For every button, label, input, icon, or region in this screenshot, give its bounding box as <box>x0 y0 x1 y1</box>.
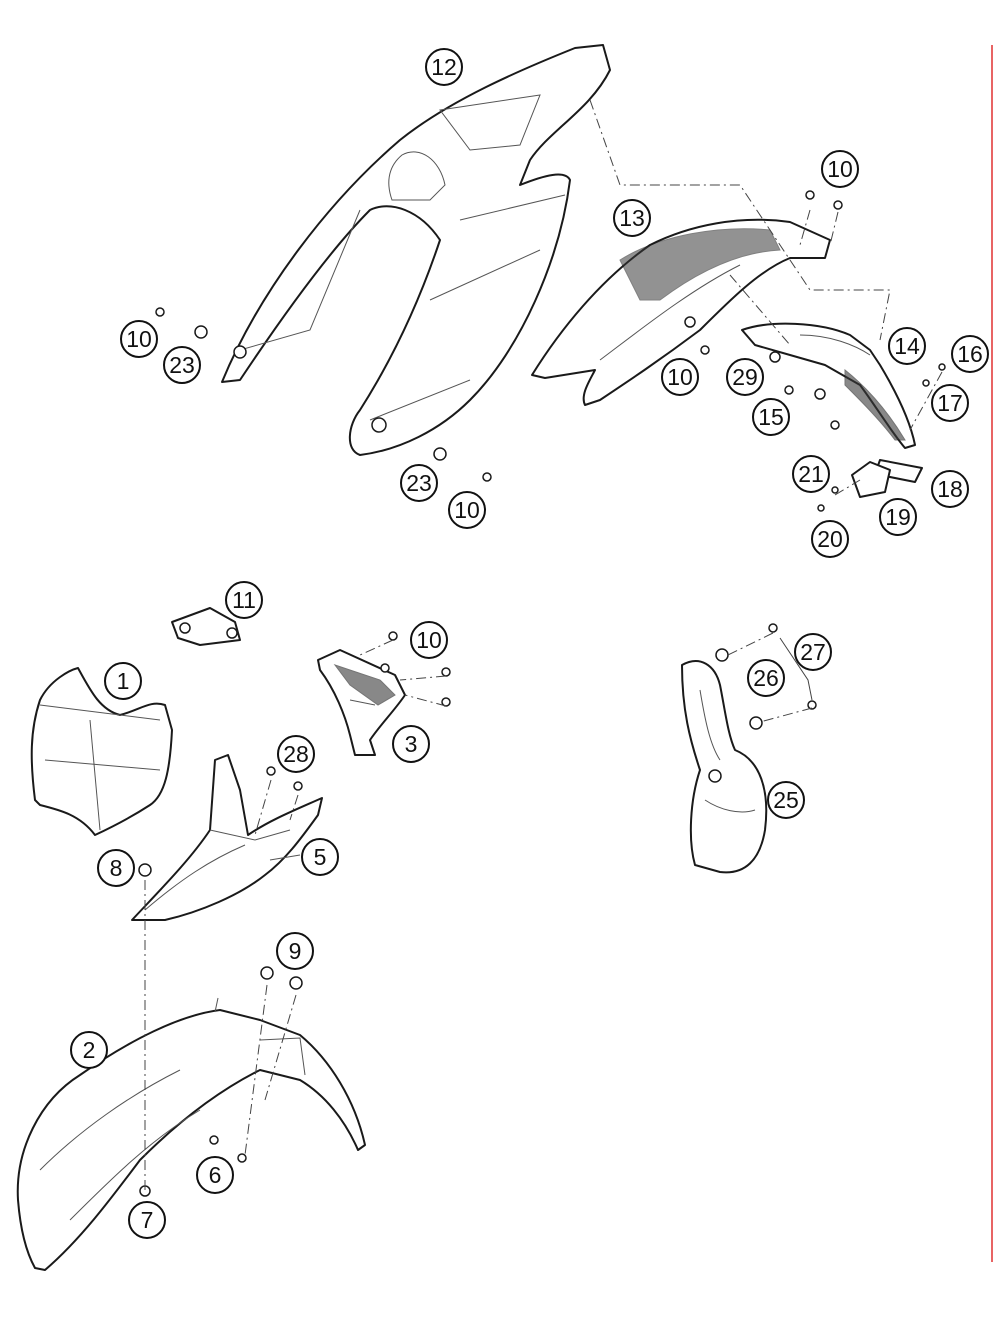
callout-14: 14 <box>888 327 926 365</box>
svg-text:28: 28 <box>283 741 309 767</box>
license-plate-holder-part <box>741 322 916 449</box>
svg-text:10: 10 <box>416 627 442 653</box>
callout-17: 17 <box>931 384 969 422</box>
svg-text:19: 19 <box>885 504 911 530</box>
callout-27: 27 <box>794 633 832 671</box>
svg-text:13: 13 <box>619 205 645 231</box>
callout-20: 20 <box>811 520 849 558</box>
svg-text:11: 11 <box>232 587 256 613</box>
callout-9: 9 <box>276 932 314 970</box>
callout-10: 10 <box>120 320 158 358</box>
callout-10: 10 <box>661 358 699 396</box>
svg-text:10: 10 <box>126 326 152 352</box>
callout-23: 23 <box>400 464 438 502</box>
svg-text:17: 17 <box>937 390 963 416</box>
callout-28: 28 <box>277 735 315 773</box>
callout-10: 10 <box>410 621 448 659</box>
svg-text:14: 14 <box>894 333 920 359</box>
callout-19: 19 <box>879 498 917 536</box>
svg-text:20: 20 <box>817 526 843 552</box>
svg-text:23: 23 <box>406 470 432 496</box>
svg-text:18: 18 <box>937 476 963 502</box>
callout-23: 23 <box>163 346 201 384</box>
svg-text:23: 23 <box>169 352 195 378</box>
svg-text:8: 8 <box>110 855 123 881</box>
callout-7: 7 <box>128 1201 166 1239</box>
callout-11: 11 <box>225 581 263 619</box>
callout-13: 13 <box>613 199 651 237</box>
callout-29: 29 <box>726 358 764 396</box>
headlight-mask-part <box>30 667 173 836</box>
callout-10: 10 <box>448 491 486 529</box>
callout-2: 2 <box>70 1031 108 1069</box>
assembly-lines <box>144 99 943 1190</box>
svg-text:29: 29 <box>732 364 758 390</box>
headlight-bracket-part <box>317 649 406 756</box>
callout-16: 16 <box>951 335 989 373</box>
svg-text:15: 15 <box>758 404 784 430</box>
svg-text:25: 25 <box>773 787 799 813</box>
svg-text:10: 10 <box>827 156 853 182</box>
lower-mask-part <box>131 754 323 921</box>
callout-3: 3 <box>392 725 430 763</box>
svg-text:5: 5 <box>314 844 327 870</box>
callout-10: 10 <box>821 150 859 188</box>
svg-text:3: 3 <box>405 731 418 757</box>
callout-5: 5 <box>301 838 339 876</box>
hardware-items <box>138 190 946 1197</box>
callout-1: 1 <box>104 662 142 700</box>
mud-flap-part <box>681 660 768 874</box>
svg-text:10: 10 <box>667 364 693 390</box>
svg-text:7: 7 <box>141 1207 154 1233</box>
svg-text:12: 12 <box>431 54 457 80</box>
callout-8: 8 <box>97 849 135 887</box>
svg-text:10: 10 <box>454 497 480 523</box>
svg-text:27: 27 <box>800 639 826 665</box>
svg-text:26: 26 <box>753 665 779 691</box>
front-fender-part <box>16 997 366 1271</box>
side-panel-part <box>221 44 611 456</box>
callout-12: 12 <box>425 48 463 86</box>
svg-text:21: 21 <box>798 461 824 487</box>
svg-text:1: 1 <box>117 668 130 694</box>
svg-text:16: 16 <box>957 341 983 367</box>
rear-fender-part <box>531 218 831 406</box>
svg-text:2: 2 <box>83 1037 96 1063</box>
callout-18: 18 <box>931 470 969 508</box>
callout-25: 25 <box>767 781 805 819</box>
cable-holder-part <box>171 607 241 646</box>
callout-6: 6 <box>196 1156 234 1194</box>
svg-text:9: 9 <box>289 938 302 964</box>
reflector-part <box>851 459 923 498</box>
callout-15: 15 <box>752 398 790 436</box>
callout-26: 26 <box>747 659 785 697</box>
svg-text:6: 6 <box>209 1162 222 1188</box>
callout-21: 21 <box>792 455 830 493</box>
